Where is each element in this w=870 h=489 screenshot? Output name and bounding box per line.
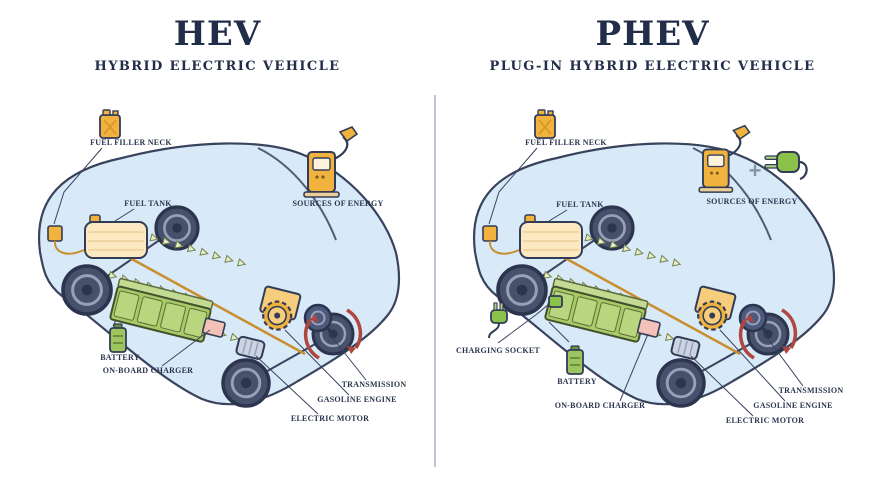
driveshaft-line (129, 256, 306, 356)
driveshaft-line (564, 256, 741, 356)
car-body (472, 142, 836, 406)
leader-line (327, 331, 367, 381)
fuel-pipe (53, 240, 85, 255)
label-fuel-tank: FUEL TANK (124, 199, 172, 208)
electric-motor (235, 335, 266, 360)
fuel-pipe (488, 240, 520, 255)
hev-panel: HEV HYBRID ELECTRIC VEHICLE (0, 0, 435, 423)
charging-plug-icon (488, 302, 508, 339)
leader-line (255, 355, 319, 415)
fuel-tank (519, 214, 583, 259)
hev-diagram: FUEL FILLER NECK FUEL TANK SOURCES OF EN… (37, 109, 407, 423)
phev-header: PHEV PLUG-IN HYBRID ELECTRIC VEHICLE (435, 0, 870, 90)
leader-line (762, 331, 804, 387)
label-sources-of-energy: SOURCES OF ENERGY (706, 197, 797, 206)
fuel-filler-neck (482, 225, 498, 242)
rotation-arrows-icon (738, 308, 798, 360)
phev-title: PHEV (595, 14, 710, 54)
label-transmission: TRANSMISSION (342, 380, 407, 389)
battery-pack (109, 277, 214, 343)
label-electric-motor: ELECTRIC MOTOR (291, 414, 369, 423)
hev-header: HEV HYBRID ELECTRIC VEHICLE (0, 0, 435, 90)
label-gasoline-engine: GASOLINE ENGINE (753, 401, 833, 410)
label-sources-of-energy: SOURCES OF ENERGY (292, 199, 383, 208)
battery-pack (544, 277, 649, 343)
leader-line (690, 355, 754, 417)
wheel (61, 264, 113, 316)
label-electric-motor: ELECTRIC MOTOR (726, 416, 804, 425)
gasoline-engine (694, 285, 737, 331)
fuel-filler-neck (47, 225, 63, 242)
phev-diagram: + FUEL FILLER NECK FUEL TANK SOURCES OF … (456, 109, 844, 425)
wheel (656, 358, 706, 408)
fuel-tank (84, 214, 148, 259)
wheel (221, 358, 271, 408)
label-battery: BATTERY (557, 377, 597, 386)
label-gasoline-engine: GASOLINE ENGINE (317, 395, 397, 404)
plus-sign: + (749, 158, 762, 183)
hev-title: HEV (173, 14, 262, 54)
leader-line (53, 147, 103, 225)
label-charging-socket: CHARGING SOCKET (456, 346, 540, 355)
label-on-board-charger: ON-BOARD CHARGER (103, 366, 193, 375)
label-fuel-tank: FUEL TANK (556, 200, 604, 209)
leader-line (497, 303, 550, 344)
electric-motor (670, 335, 701, 360)
hev-subtitle: HYBRID ELECTRIC VEHICLE (94, 59, 341, 75)
transmission (738, 303, 768, 333)
leader-line (114, 208, 135, 222)
battery-icon (566, 345, 584, 375)
battery-icon (109, 323, 127, 353)
leader-line (488, 147, 538, 225)
jerry-can-icon (99, 109, 121, 139)
label-battery: BATTERY (100, 353, 140, 362)
leader-line (112, 319, 117, 327)
leader-line (719, 329, 786, 402)
label-transmission: TRANSMISSION (779, 386, 844, 395)
leader-line (548, 209, 568, 222)
phev-subtitle: PLUG-IN HYBRID ELECTRIC VEHICLE (489, 59, 816, 75)
leader-line (284, 329, 350, 396)
rotation-arrows-icon (303, 308, 363, 360)
panel-divider (434, 95, 436, 467)
leader-line (548, 321, 570, 343)
transmission (303, 303, 333, 333)
label-fuel-filler-neck: FUEL FILLER NECK (525, 138, 607, 147)
gasoline-engine (259, 285, 302, 331)
label-fuel-filler-neck: FUEL FILLER NECK (90, 138, 172, 147)
label-on-board-charger: ON-BOARD CHARGER (555, 401, 645, 410)
charging-socket (548, 295, 563, 308)
windshield-line (257, 147, 337, 241)
car-body (37, 142, 401, 406)
leader-line (161, 329, 211, 367)
on-board-charger (201, 317, 226, 338)
phev-panel: PHEV PLUG-IN HYBRID ELECTRIC VEHICLE (435, 0, 870, 489)
jerry-can-icon (534, 109, 556, 139)
wheel (496, 264, 548, 316)
leader-line (619, 333, 649, 402)
